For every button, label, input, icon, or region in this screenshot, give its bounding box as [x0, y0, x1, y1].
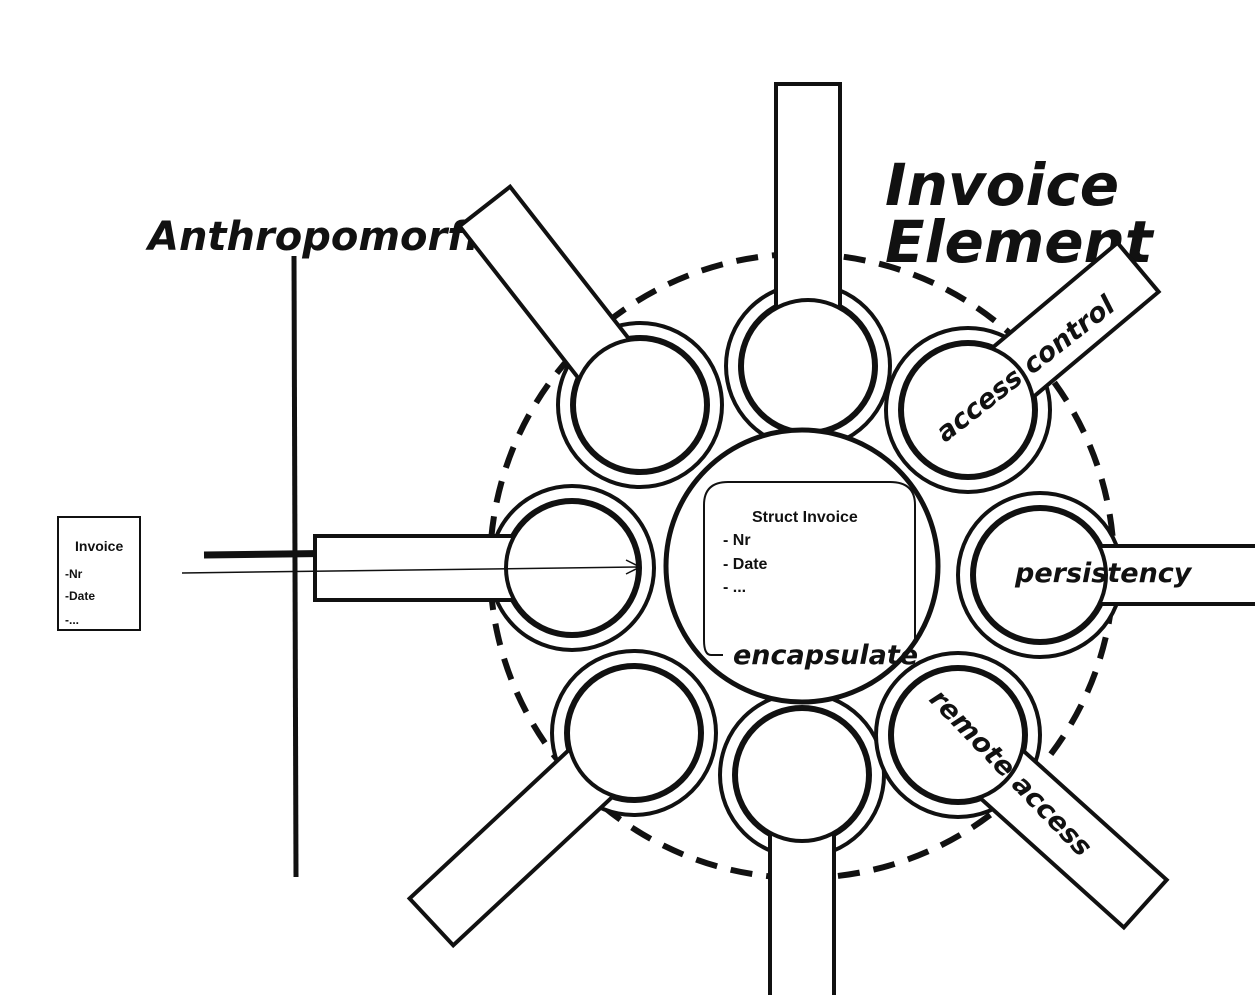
lug-bar [774, 82, 842, 326]
small-doc-title: Invoice [75, 538, 123, 554]
lug-top-right [884, 239, 1162, 494]
struct-card [703, 481, 916, 656]
lug-core [734, 707, 870, 843]
persistency-label: persistency [1014, 558, 1193, 589]
lug-core [740, 298, 876, 434]
invoice-element-title-line1: Invoice [885, 151, 1119, 219]
lug-right [956, 491, 1255, 659]
small-invoice-document: Invoice -Nr -Date -... [57, 516, 141, 631]
small-doc-line-nr: -Nr [65, 567, 83, 581]
aspect-lugs [313, 82, 1255, 995]
encapsulate-label: encapsulate [733, 640, 918, 671]
struct-line-date: - Date [723, 556, 768, 573]
lug-core [900, 342, 1036, 478]
lug-core [572, 337, 708, 473]
lug-bar [1080, 544, 1255, 606]
small-doc-line-more: -... [65, 613, 79, 627]
small-doc-line-date: -Date [65, 589, 95, 603]
lug-core [972, 507, 1108, 643]
struct-line-nr: - Nr [723, 532, 751, 549]
lug-top [724, 82, 892, 450]
lug-bottom-left [406, 649, 718, 949]
thin-arrow [181, 559, 642, 575]
boundary-line [291, 255, 299, 878]
lug-top-left [456, 183, 724, 489]
struct-line-more: - ... [723, 579, 746, 596]
core-circle: Struct Invoice - Nr - Date - ... encapsu… [663, 427, 941, 705]
lug-core [890, 667, 1026, 803]
lug-bar [313, 534, 532, 602]
lug-bottom [718, 691, 886, 995]
lug-bar [768, 815, 836, 995]
lug-bottom-right [874, 651, 1170, 931]
lug-core [566, 665, 702, 801]
struct-invoice-title: Struct Invoice [752, 509, 858, 526]
